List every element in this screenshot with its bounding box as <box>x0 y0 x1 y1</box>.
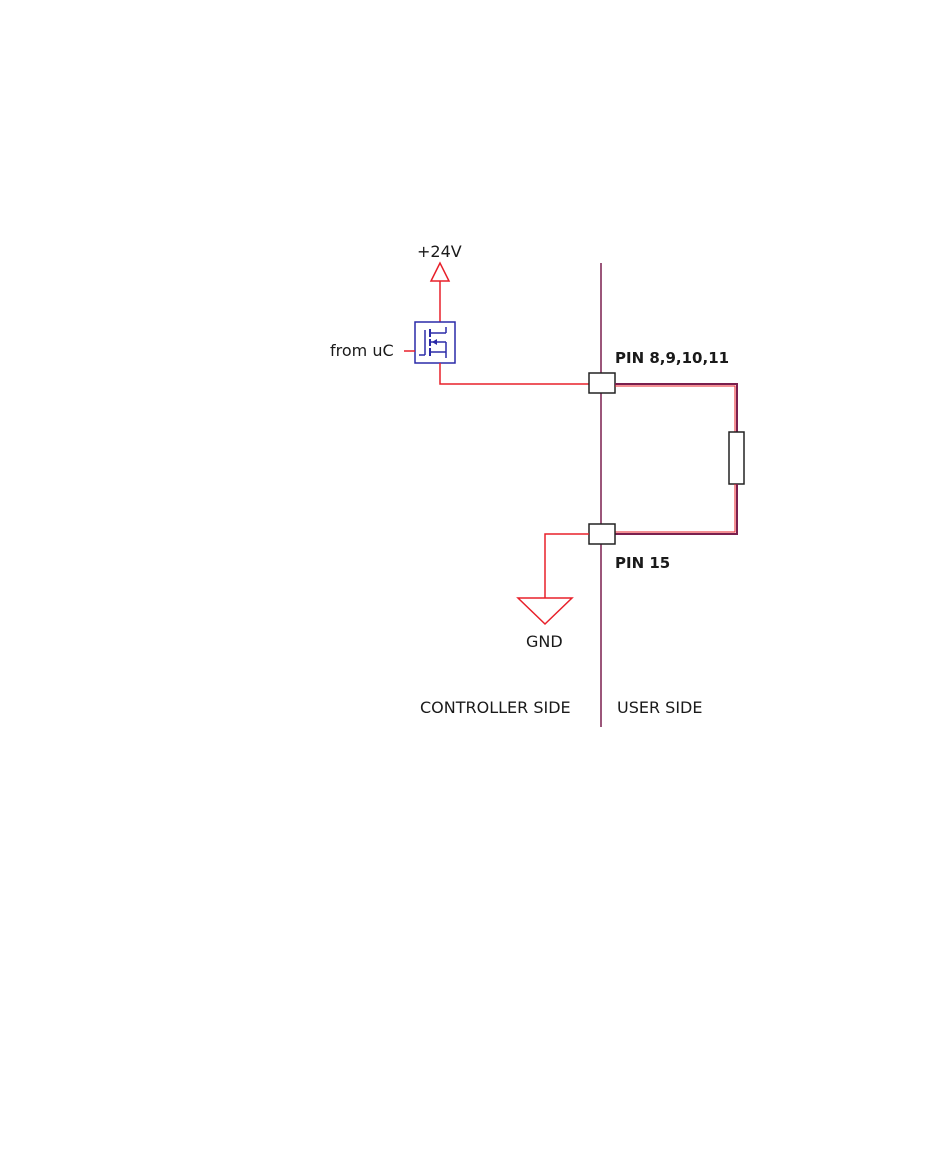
gate-input-label: from uC <box>330 341 394 360</box>
load-wire-bottom-highlight <box>615 484 735 532</box>
resistor-icon <box>729 432 744 484</box>
ground-label: GND <box>526 632 563 651</box>
output-wire <box>440 363 589 384</box>
load-wire-top-highlight <box>615 386 735 432</box>
load-wire-bottom <box>615 484 737 534</box>
load-wire-top <box>615 384 737 432</box>
ground-icon <box>518 598 572 624</box>
mosfet-icon <box>415 322 455 363</box>
supply-label: +24V <box>417 242 462 261</box>
pin-ground-label: PIN 15 <box>615 554 670 572</box>
supply-arrow-icon <box>431 263 449 281</box>
controller-side-label: CONTROLLER SIDE <box>420 698 571 717</box>
connector-pin-icon <box>589 524 615 544</box>
ground-wire <box>545 534 589 598</box>
user-side-label: USER SIDE <box>617 698 702 717</box>
pin-output-label: PIN 8,9,10,11 <box>615 349 729 367</box>
connector-pin-icon <box>589 373 615 393</box>
